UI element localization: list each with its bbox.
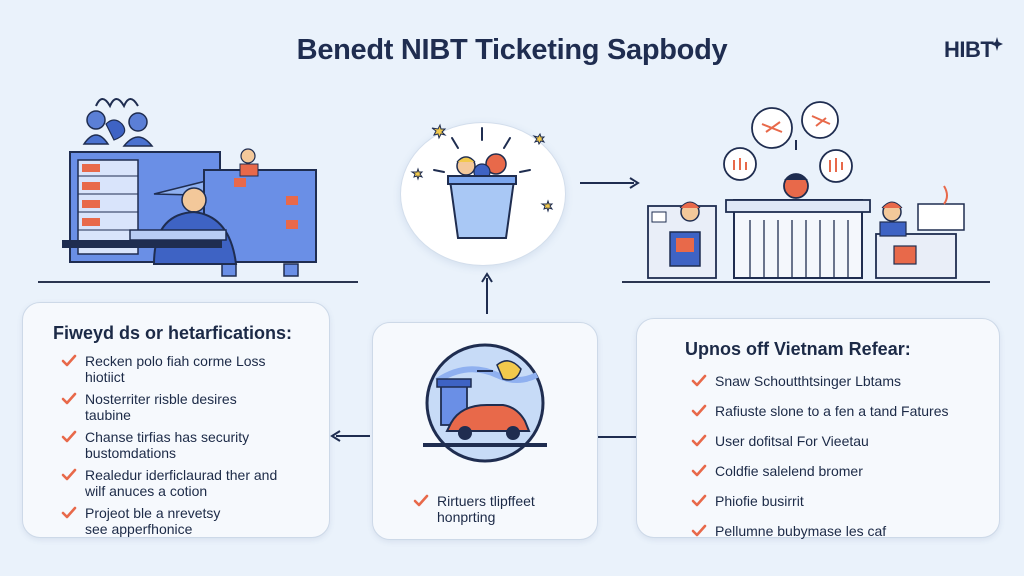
- checkmark-icon: [61, 392, 77, 405]
- list-item: User dofitsal For Vieetau: [691, 433, 991, 449]
- list-item-line1: Recken polo fiah corme Loss: [85, 353, 266, 369]
- connector-line-right: [596, 436, 636, 438]
- checkmark-icon: [61, 468, 77, 481]
- list-item-line1: Snaw Schoutthtsinger Lbtams: [715, 373, 901, 389]
- list-item-line1: Pellumne bubymase les caf: [715, 523, 887, 539]
- list-item: Snaw Schoutthtsinger Lbtams: [691, 373, 991, 389]
- ticket-bucket-icon: [410, 123, 554, 239]
- arrow-right-icon: [580, 177, 640, 189]
- list-item-line2: honprting: [437, 509, 496, 525]
- list-item: Phiofie busirrit: [691, 493, 991, 509]
- checkmark-icon: [691, 374, 707, 387]
- arrow-left-icon: [330, 430, 370, 442]
- checkmark-icon: [691, 404, 707, 417]
- list-item-line1: Coldfie salelend bromer: [715, 463, 863, 479]
- list-item-line1: Projeot ble a nrevetsy: [85, 505, 221, 521]
- list-item: Coldfie salelend bromer: [691, 463, 991, 479]
- list-item-line2: taubine: [85, 407, 131, 423]
- page-title: Benedt NIBT Ticketing Sapbody: [296, 34, 728, 66]
- globe-vehicle-icon: [423, 343, 547, 463]
- list-item-line1: Rirtuers tlipffeet: [437, 493, 535, 509]
- right-card-heading: Upnos off Vietnam Refear:: [685, 339, 911, 359]
- list-item-line1: Chanse tirfias has security: [85, 429, 250, 445]
- list-item-line2: hiotiict: [85, 369, 125, 385]
- checkmark-icon: [691, 434, 707, 447]
- ticket-counter-icon: [647, 101, 965, 279]
- checkmark-icon: [61, 430, 77, 443]
- list-item-line1: Phiofie busirrit: [715, 493, 804, 509]
- list-item-line1: User dofitsal For Vieetau: [715, 433, 869, 449]
- left-card: Fiweyd ds or hetarfications: Recken polo…: [22, 302, 330, 538]
- server-machine-icon: [62, 98, 317, 277]
- right-card-list: Snaw Schoutthtsinger Lbtams Rafiuste slo…: [691, 373, 991, 539]
- checkmark-icon: [61, 354, 77, 367]
- checkmark-icon: [413, 494, 429, 507]
- list-item: Rafiuste slone to a fen a tand Fatures: [691, 403, 991, 419]
- list-item-line2: bustomdations: [85, 445, 177, 461]
- brand-logo-text: HIBT: [944, 37, 994, 62]
- list-item-line2: see apperfhonice: [85, 521, 193, 537]
- ground-line-right: [622, 281, 990, 283]
- list-item-line2: wilf anuces a cotion: [85, 483, 208, 499]
- sparkle-icon: [991, 37, 1004, 51]
- checkmark-icon: [61, 506, 77, 519]
- brand-logo: HIBT: [944, 37, 1004, 63]
- list-item-line1: Nosterriter risble desires: [85, 391, 237, 407]
- checkmark-icon: [691, 464, 707, 477]
- ground-line-left: [38, 281, 358, 283]
- list-item-line1: Rafiuste slone to a fen a tand Fatures: [715, 403, 949, 419]
- checkmark-icon: [691, 494, 707, 507]
- arrow-up-icon: [481, 272, 493, 314]
- left-card-heading: Fiweyd ds or hetarfications:: [53, 323, 293, 343]
- list-item: Pellumne bubymase les caf: [691, 523, 991, 539]
- right-card: Upnos off Vietnam Refear: Snaw Schouttht…: [636, 318, 1000, 539]
- checkmark-icon: [691, 524, 707, 537]
- list-item-line1: Realedur iderficlaurad ther and: [85, 467, 278, 483]
